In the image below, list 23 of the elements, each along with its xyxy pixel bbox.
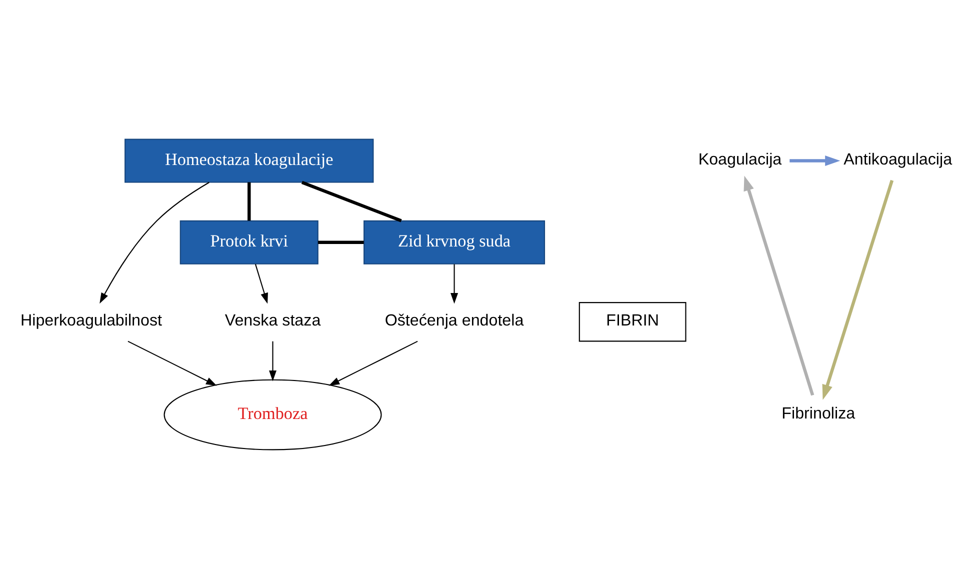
node-text: Venska staza	[224, 311, 321, 330]
arrow	[744, 175, 814, 396]
node-box: Protok krvi	[180, 220, 318, 264]
arrow	[254, 264, 268, 304]
node-box: Zid krvnog suda	[364, 220, 546, 264]
arrow	[128, 340, 217, 386]
connector	[301, 180, 402, 222]
node-box: Homeostaza koagulacije	[124, 138, 374, 182]
node-text: Fibrinoliza	[782, 404, 856, 422]
connector	[248, 182, 251, 220]
node-ellipse: Tromboza	[164, 378, 382, 450]
arrow	[790, 155, 840, 166]
node-text: Koagulacija	[698, 150, 782, 168]
arrow	[100, 181, 210, 304]
arrow	[822, 179, 894, 400]
connector	[318, 240, 364, 244]
node-text: Hiperkoagulabilnost	[20, 311, 162, 330]
arrow	[450, 264, 458, 304]
arrow	[328, 340, 418, 386]
node-text: Oštećenja endotela	[384, 311, 524, 330]
node-text: Antikoagulacija	[844, 150, 952, 168]
arrow	[269, 340, 277, 381]
node-box: FIBRIN	[578, 302, 686, 342]
